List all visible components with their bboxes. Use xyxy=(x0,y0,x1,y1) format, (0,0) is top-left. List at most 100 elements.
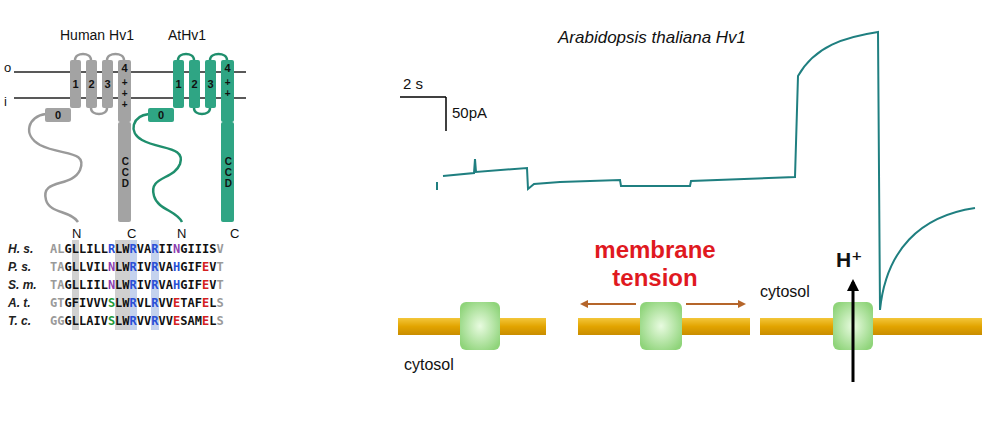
residue: A xyxy=(166,276,173,294)
residue: I xyxy=(137,258,144,276)
residue: G xyxy=(64,276,71,294)
protein-name: AtHv1 xyxy=(168,27,206,43)
terminus-label: C xyxy=(127,226,136,241)
residue: N xyxy=(108,276,115,294)
residue: L xyxy=(57,240,64,258)
residue: L xyxy=(209,312,216,330)
residue: A xyxy=(187,294,194,312)
helix-segment: 0 xyxy=(148,108,174,122)
residue: H xyxy=(173,276,180,294)
residue: A xyxy=(50,240,57,258)
channels xyxy=(460,302,873,350)
proton-label: H⁺ xyxy=(836,248,862,272)
side-label: i xyxy=(4,94,7,109)
cytosol-label: cytosol xyxy=(760,283,810,301)
residue: I xyxy=(166,240,173,258)
residue: R xyxy=(130,276,137,294)
residue: F xyxy=(195,258,202,276)
residue: R xyxy=(130,258,137,276)
residue: L xyxy=(144,294,151,312)
residue: V xyxy=(159,258,166,276)
terminus-label: N xyxy=(72,226,81,241)
residue: E xyxy=(202,258,209,276)
helix-segment: 3 xyxy=(205,60,216,108)
residue: V xyxy=(86,258,93,276)
residue: L xyxy=(79,240,86,258)
residue: R xyxy=(151,276,158,294)
residue: V xyxy=(144,276,151,294)
helix-segment: 4++ xyxy=(221,60,234,122)
scale-bar xyxy=(400,97,446,131)
residue: V xyxy=(137,312,144,330)
residue: V xyxy=(166,312,173,330)
residue: V xyxy=(137,294,144,312)
residue: I xyxy=(93,276,100,294)
residue: I xyxy=(187,240,194,258)
residue: I xyxy=(93,312,100,330)
residue: V xyxy=(137,240,144,258)
residue: R xyxy=(151,312,158,330)
helix-segment: 2 xyxy=(86,60,97,108)
terminus-label: C xyxy=(230,226,239,241)
helix-number: 4 xyxy=(224,63,230,74)
sequence: TAGLLIILNLWRIVRVAHGIFEVT xyxy=(50,276,224,294)
residue: G xyxy=(64,240,71,258)
residue: V xyxy=(159,276,166,294)
residue: T xyxy=(57,294,64,312)
residue: A xyxy=(57,276,64,294)
species-name: H. s. xyxy=(8,240,33,258)
residue: V xyxy=(159,294,166,312)
helix-segment: 0 xyxy=(45,108,71,122)
residue: V xyxy=(101,294,108,312)
residue: A xyxy=(86,312,93,330)
residue: S xyxy=(216,312,223,330)
residue: L xyxy=(72,240,79,258)
residue: E xyxy=(202,312,209,330)
residue: H xyxy=(173,258,180,276)
residue: R xyxy=(108,240,115,258)
residue: W xyxy=(122,258,129,276)
residue: V xyxy=(209,276,216,294)
residue: N xyxy=(108,258,115,276)
residue: G xyxy=(64,294,71,312)
helix-number: CCD xyxy=(225,156,231,189)
residue: F xyxy=(72,294,79,312)
residue: E xyxy=(173,312,180,330)
residue: I xyxy=(187,258,194,276)
residue: L xyxy=(101,240,108,258)
species-name: P. s. xyxy=(8,258,31,276)
residue: L xyxy=(93,240,100,258)
residue: V xyxy=(209,258,216,276)
residue: S xyxy=(108,294,115,312)
residue: V xyxy=(166,294,173,312)
residue: V xyxy=(93,294,100,312)
residue: G xyxy=(64,312,71,330)
residue: I xyxy=(86,276,93,294)
helix-number: 1 xyxy=(72,79,78,90)
residue: V xyxy=(101,312,108,330)
residue: L xyxy=(115,258,122,276)
tension-arrows xyxy=(582,303,744,305)
residue: T xyxy=(216,276,223,294)
residue: I xyxy=(159,240,166,258)
residue: N xyxy=(173,240,180,258)
residue: I xyxy=(187,276,194,294)
residue: W xyxy=(122,240,129,258)
residue: L xyxy=(79,312,86,330)
residue: E xyxy=(173,294,180,312)
residue: M xyxy=(195,312,202,330)
scale-time: 2 s xyxy=(403,75,423,92)
helix-segment: CCD xyxy=(221,122,234,222)
residue: L xyxy=(115,312,122,330)
residue: A xyxy=(187,312,194,330)
residue: L xyxy=(72,312,79,330)
residue: L xyxy=(209,294,216,312)
scale-current: 50pA xyxy=(452,104,487,121)
helix-segment: 1 xyxy=(173,60,184,108)
residue: F xyxy=(195,276,202,294)
residue: R xyxy=(151,294,158,312)
residue: G xyxy=(180,240,187,258)
human-loops xyxy=(29,54,124,222)
protein-name: Human Hv1 xyxy=(60,27,134,43)
